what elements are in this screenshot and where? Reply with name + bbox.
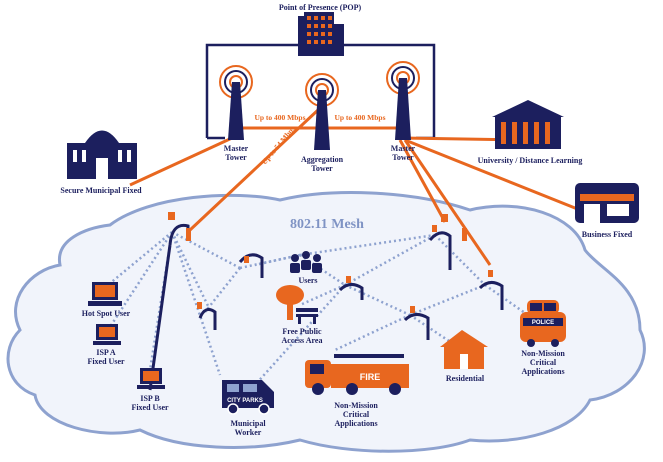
isp-b-label-1: ISP B <box>140 394 160 403</box>
university-label: University / Distance Learning <box>478 156 583 165</box>
computer-icon <box>88 282 122 306</box>
non-mission-right-label-1: Non-Mission <box>521 349 565 358</box>
public-access-label-1: Free Public <box>282 327 322 336</box>
mesh-node-icon <box>148 223 504 391</box>
city-parks-badge: CITY PARKS <box>227 398 263 404</box>
non-mission-left-label-3: Applications <box>334 419 377 428</box>
non-mission-right-label-3: Applications <box>521 367 564 376</box>
government-building-icon <box>67 130 137 179</box>
hotspot-label: Hot Spot User <box>82 309 131 318</box>
non-mission-right-label-2: Critical <box>530 358 557 367</box>
university-icon <box>492 100 564 149</box>
computer-icon <box>137 368 165 389</box>
users-icon <box>290 251 322 273</box>
master-tower-left-label-2: Tower <box>225 153 247 162</box>
public-access-label-2: Access Area <box>282 336 323 345</box>
tower-icon <box>219 65 253 140</box>
link-diag-label: Up to 54 Mbps <box>260 124 297 166</box>
master-tower-right-label-1: Master <box>391 144 416 153</box>
bench-icon <box>296 308 318 324</box>
municipal-worker-label-2: Worker <box>235 428 262 437</box>
isp-a-label-2: Fixed User <box>87 357 125 366</box>
users-label: Users <box>298 276 317 285</box>
mesh-node-icon <box>168 212 493 313</box>
shop-icon <box>575 183 639 223</box>
mesh-links <box>106 230 536 386</box>
master-tower-right-label-2: Tower <box>392 153 414 162</box>
fire-badge: FIRE <box>360 372 381 382</box>
van-icon <box>222 380 274 415</box>
computer-icon <box>93 324 121 345</box>
aggregation-tower-label-2: Tower <box>311 164 333 173</box>
isp-b-label-2: Fixed User <box>131 403 169 412</box>
non-mission-left-label-1: Non-Mission <box>334 401 378 410</box>
isp-a-label-1: ISP A <box>96 348 116 357</box>
residential-label: Residential <box>446 374 485 383</box>
municipal-worker-label-1: Municipal <box>230 419 266 428</box>
secure-municipal-label: Secure Municipal Fixed <box>60 186 142 195</box>
pop-label: Point of Presence (POP) <box>279 3 362 12</box>
house-icon <box>440 330 488 369</box>
tower-icon <box>386 61 420 140</box>
building-icon <box>298 12 344 56</box>
police-badge: POLICE <box>532 320 554 326</box>
link-left-label: Up to 400 Mbps <box>254 113 305 122</box>
aggregation-tower-label-1: Aggregation <box>301 155 344 164</box>
tower-icon <box>305 73 339 150</box>
link-right-label: Up to 400 Mbps <box>334 113 385 122</box>
master-tower-left-label-1: Master <box>224 144 249 153</box>
police-car-icon <box>520 300 566 347</box>
tree-icon <box>276 285 304 320</box>
business-label: Business Fixed <box>582 230 633 239</box>
fire-truck-icon <box>305 354 409 395</box>
mesh-title: 802.11 Mesh <box>290 217 364 232</box>
non-mission-left-label-2: Critical <box>343 410 370 419</box>
